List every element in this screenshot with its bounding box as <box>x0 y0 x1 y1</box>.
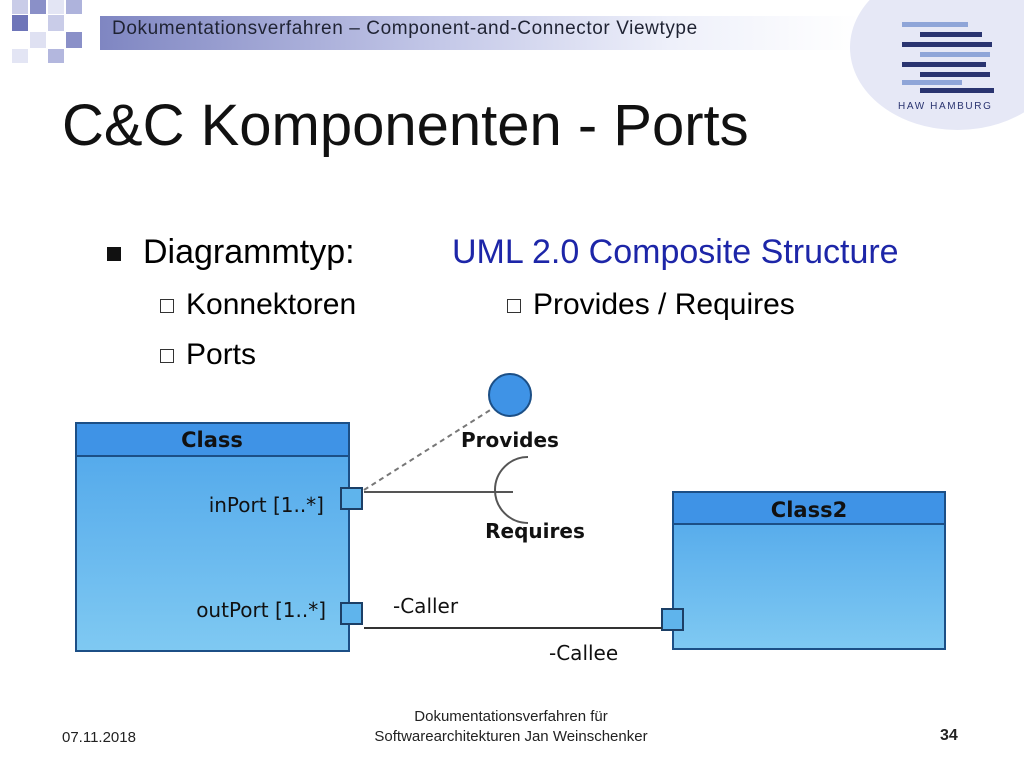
bullet-diagram-type: Diagrammtyp: <box>143 233 355 271</box>
inport-label: inPort [1..*] <box>209 493 324 517</box>
provides-label: Provides <box>461 428 559 452</box>
class-box: Class inPort [1..*] outPort [1..*] <box>75 422 350 652</box>
page-number: 34 <box>940 727 958 744</box>
bullet-hollow-icon <box>160 299 174 313</box>
outport-square <box>340 602 363 625</box>
callee-label: -Callee <box>549 641 618 665</box>
bullet-square-icon <box>107 247 121 261</box>
provided-interface-lollipop <box>488 373 532 417</box>
provides-dashed-line <box>363 406 496 491</box>
class-name: Class <box>181 428 243 452</box>
class2-name: Class2 <box>771 498 847 522</box>
outport-label: outPort [1..*] <box>196 598 326 622</box>
footer-line-1: Dokumentationsverfahren für <box>414 708 608 725</box>
subitem-provides-requires: Provides / Requires <box>533 288 795 321</box>
bullet-diagram-type-value: UML 2.0 Composite Structure <box>452 233 899 271</box>
class2-box: Class2 <box>672 491 946 650</box>
inport-square <box>340 487 363 510</box>
header-band <box>100 16 860 50</box>
required-interface-socket <box>494 456 529 524</box>
caller-label: -Caller <box>393 594 459 618</box>
section-header: Dokumentationsverfahren – Component-and-… <box>112 18 698 39</box>
subitem-ports: Ports <box>186 338 257 371</box>
class2-port-square <box>661 608 684 631</box>
footer-center-text: Dokumentationsverfahren für Softwarearch… <box>311 707 711 747</box>
bullet-hollow-icon <box>507 299 521 313</box>
subitem-konnektoren: Konnektoren <box>186 288 357 321</box>
footer-date: 07.11.2018 <box>62 729 136 746</box>
requires-label: Requires <box>485 519 585 543</box>
page-title: C&C Komponenten - Ports <box>62 93 749 158</box>
bullet-hollow-icon <box>160 349 174 363</box>
logo-text: HAW HAMBURG <box>898 101 993 112</box>
footer-line-2: Softwarearchitekturen Jan Weinschenker <box>374 728 648 745</box>
